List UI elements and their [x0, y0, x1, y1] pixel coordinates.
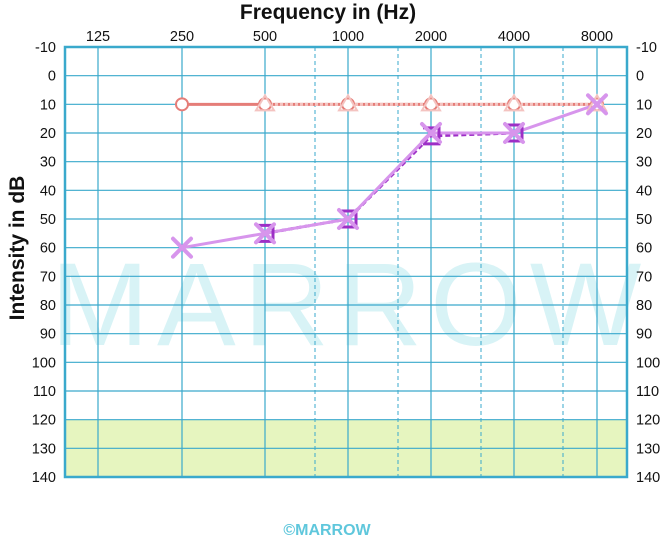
data-point-triangle: [503, 93, 525, 112]
y-tick-label-right: 30: [636, 155, 652, 171]
y-tick-label-right: 50: [636, 212, 652, 228]
y-tick-label-right: 90: [636, 327, 652, 343]
y-tick-label-left: 110: [33, 384, 56, 400]
y-tick-label-right: 20: [636, 126, 652, 142]
data-point-triangle: [337, 93, 359, 112]
data-point-triangle: [586, 93, 608, 112]
y-tick-label-right: 40: [636, 183, 652, 199]
x-tick-label: 4000: [498, 29, 530, 45]
y-tick-label-right: 70: [636, 269, 652, 285]
y-tick-label-left: 120: [32, 413, 56, 429]
y-tick-label-left: 100: [32, 355, 56, 371]
data-point-bracket: [423, 126, 441, 146]
y-tick-label-left: 80: [40, 298, 56, 314]
x-tick-label: 1000: [332, 29, 364, 45]
x-tick-label: 2000: [415, 29, 447, 45]
y-tick-label-left: 30: [40, 155, 56, 171]
data-point-circle: [424, 97, 438, 112]
x-tick-label: 8000: [581, 29, 613, 45]
data-point-bracket: [257, 223, 275, 243]
x-tick-label: 125: [86, 29, 110, 45]
y-tick-label-right: -10: [636, 40, 657, 56]
data-point-triangle: [254, 93, 276, 112]
data-point-triangle: [420, 93, 442, 112]
y-tick-label-left: -10: [35, 40, 56, 56]
y-tick-label-left: 140: [32, 470, 56, 486]
y-tick-label-left: 40: [40, 183, 56, 199]
data-point-bracket: [340, 209, 358, 229]
y-axis-label: Intensity in dB: [6, 176, 29, 321]
y-tick-label-right: 10: [636, 97, 652, 113]
x-tick-label: 500: [253, 29, 277, 45]
y-tick-label-left: 20: [40, 126, 56, 142]
series-line-cross: [181, 102, 598, 250]
y-tick-label-right: 140: [636, 470, 660, 486]
data-point-cross: [586, 93, 608, 116]
y-tick-label-right: 130: [636, 441, 660, 457]
data-point-circle: [341, 97, 355, 112]
data-point-bracket: [506, 123, 524, 143]
data-point-circle: [175, 97, 189, 112]
plot-frame: [63, 45, 629, 479]
chart-title: Frequency in (Hz): [240, 1, 416, 24]
footer-logo: ©MARROW: [283, 522, 371, 539]
data-point-circle: [258, 97, 272, 112]
y-tick-label-left: 60: [40, 241, 56, 257]
y-tick-label-right: 100: [636, 355, 660, 371]
data-point-cross: [503, 122, 525, 144]
y-tick-label-right: 60: [636, 241, 652, 257]
data-point-cross: [420, 122, 442, 144]
y-tick-label-left: 50: [40, 212, 56, 228]
y-tick-label-left: 90: [40, 327, 56, 343]
data-point-cross: [171, 236, 193, 259]
y-tick-label-left: 0: [48, 69, 56, 85]
data-point-circle: [507, 97, 521, 112]
y-tick-label-right: 80: [636, 298, 652, 314]
data-point-cross: [337, 208, 359, 230]
y-tick-label-right: 120: [636, 413, 660, 429]
y-tick-label-left: 10: [40, 97, 56, 113]
y-tick-label-left: 70: [40, 269, 56, 285]
y-tick-label-left: 130: [32, 441, 56, 457]
y-tick-label-right: 110: [636, 384, 659, 400]
data-point-cross: [254, 222, 276, 245]
series-line-bracket: [264, 131, 515, 235]
x-tick-label: 250: [170, 29, 194, 45]
y-tick-label-right: 0: [636, 69, 644, 85]
